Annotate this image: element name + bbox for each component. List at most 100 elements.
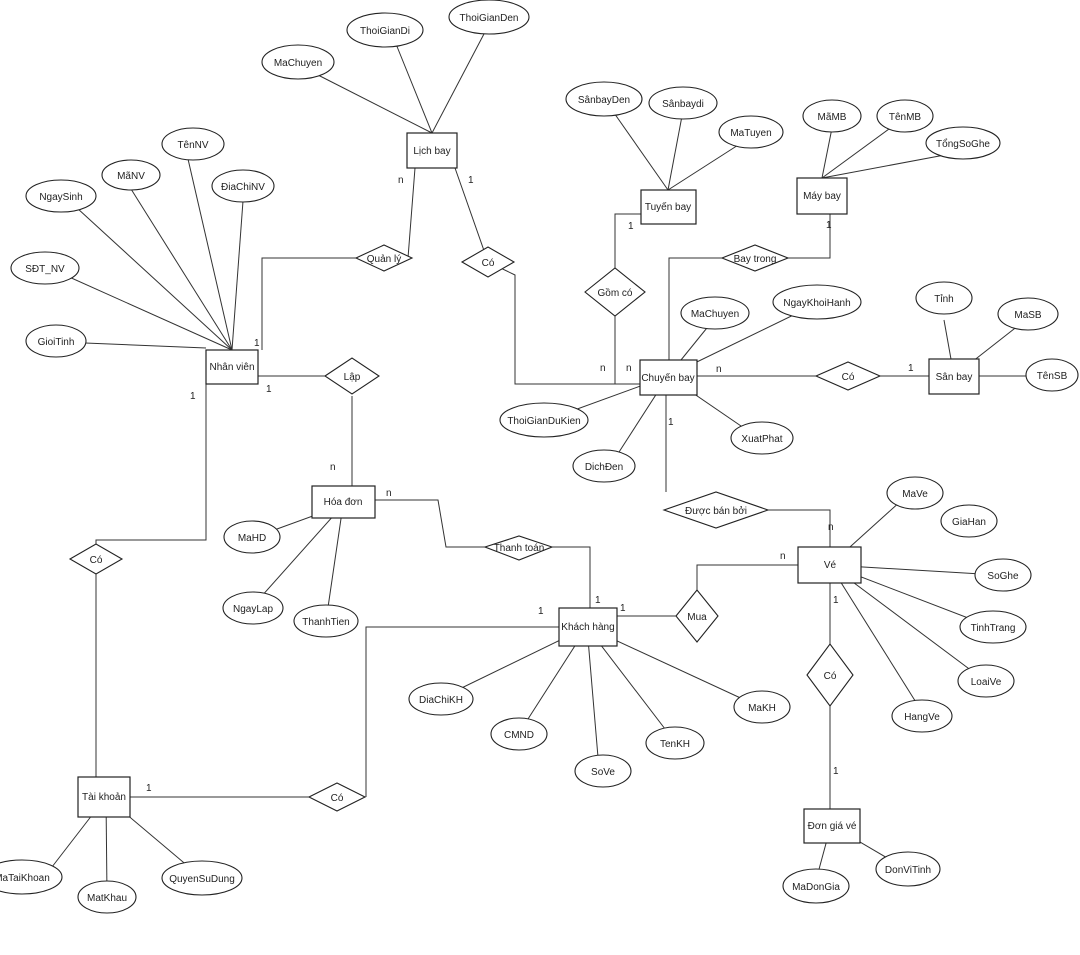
attribute-label: ThoiGianDuKien — [507, 416, 580, 427]
entity-ve: Vé — [797, 546, 862, 584]
attribute-label: MaVe — [902, 489, 928, 500]
relationship-thanh-toan: Thanh toán — [483, 535, 554, 561]
cardinality-label: n — [828, 522, 834, 533]
attribute-ma-nv: MãNV — [101, 159, 161, 191]
attribute-label: MaTaiKhoan — [0, 873, 50, 884]
attribute-ma-kh: MaKH — [733, 690, 791, 724]
attribute-tong-so-ghe: TổngSoGhe — [925, 126, 1001, 160]
attribute-cmnd: CMND — [490, 717, 548, 751]
attribute-label: TênMB — [889, 112, 922, 123]
attribute-dia-chi-kh: DiaChiKH — [408, 682, 474, 716]
attribute-ma-ve: MaVe — [886, 476, 944, 510]
attribute-label: ThoiGianDen — [460, 13, 519, 24]
relationship-label: Có — [482, 258, 495, 269]
attribute-label: SoVe — [591, 767, 615, 778]
relationship-gom-co: Gồm có — [584, 267, 646, 317]
attribute-label: MaDonGia — [792, 882, 840, 893]
attribute-label: MatKhau — [87, 893, 127, 904]
cardinality-label: n — [716, 364, 722, 375]
relationship-co-lich: Có — [460, 246, 516, 278]
relationship-bay-trong: Bay trong — [720, 244, 790, 272]
attribute-label: QuyenSuDung — [169, 874, 235, 885]
cardinality-label: n — [626, 363, 632, 374]
attribute-dich-den: DichĐen — [572, 449, 636, 483]
attribute-label: CMND — [504, 730, 534, 741]
entity-label: Nhân viên — [209, 362, 254, 373]
relationship-duoc-ban-boi: Được bán bởi — [662, 491, 770, 529]
cardinality-label: n — [600, 363, 606, 374]
attribute-label: XuatPhat — [741, 434, 782, 445]
attribute-label: ThanhTien — [302, 617, 349, 628]
cardinality-label: 1 — [595, 595, 601, 606]
attribute-ngay-sinh: NgaySinh — [25, 179, 97, 213]
cardinality-label: 1 — [468, 175, 474, 186]
relationship-label: Quản lý — [367, 254, 401, 265]
attribute-sdt-nv: SĐT_NV — [10, 251, 80, 285]
relationship-label: Thanh toán — [494, 543, 545, 554]
attribute-label: MaChuyen — [274, 58, 322, 69]
attribute-label: HangVe — [904, 712, 940, 723]
attribute-label: TênSB — [1037, 371, 1068, 382]
entity-label: Máy bay — [803, 191, 841, 202]
attribute-label: TenKH — [660, 739, 690, 750]
relationship-label: Gồm có — [597, 287, 632, 299]
attribute-label: TênNV — [177, 140, 208, 151]
attribute-label: SĐT_NV — [25, 264, 65, 275]
attribute-gia-han: GiaHan — [940, 504, 998, 538]
attribute-so-ve: SoVe — [574, 754, 632, 788]
attribute-label: SoGhe — [987, 571, 1019, 582]
entity-tuyen-bay: Tuyến bay — [640, 189, 697, 225]
cardinality-label: 1 — [628, 221, 634, 232]
entity-label: Vé — [824, 560, 837, 571]
attribute-hang-ve: HangVe — [891, 699, 953, 733]
cardinality-label: 1 — [146, 783, 152, 794]
attribute-ngay-khoi-hanh: NgayKhoiHanh — [772, 284, 862, 320]
attribute-label: LoaiVe — [971, 677, 1002, 688]
attribute-san-bay-di: Sânbaydi — [648, 86, 718, 120]
attribute-label: Tỉnh — [934, 293, 953, 305]
relationship-co-tai-khoan: Có — [68, 543, 124, 575]
entity-khach-hang: Khách hàng — [558, 607, 618, 647]
attribute-ten-kh: TenKH — [645, 726, 705, 760]
entity-label: Khách hàng — [561, 622, 614, 633]
attribute-label: MaHD — [238, 533, 266, 544]
attribute-label: ThoiGianDi — [360, 26, 410, 37]
entity-label: Lịch bay — [413, 146, 450, 157]
entity-hoa-don: Hóa đơn — [311, 485, 376, 519]
attribute-thoi-gian-den: ThoiGianDen — [448, 0, 530, 35]
cardinality-label: 1 — [826, 220, 832, 231]
attribute-ten-mb: TênMB — [876, 99, 934, 133]
attribute-label: MaChuyen — [691, 309, 739, 320]
attribute-label: MaSB — [1014, 310, 1042, 321]
cardinality-label: 1 — [538, 606, 544, 617]
attribute-label: SânbayDen — [578, 95, 630, 106]
attribute-label: MaKH — [748, 703, 776, 714]
relationship-quan-ly: Quản lý — [354, 244, 414, 272]
attribute-label: TinhTrang — [971, 623, 1016, 634]
cardinality-label: n — [330, 462, 336, 473]
attribute-label: Sânbaydi — [662, 99, 704, 110]
attribute-gioi-tinh: GioiTinh — [25, 324, 87, 358]
attribute-ten-nv: TênNV — [161, 127, 225, 161]
attribute-label: MãMB — [818, 112, 847, 123]
relationship-label: Có — [842, 372, 855, 383]
entity-may-bay: Máy bay — [796, 177, 848, 215]
attribute-ten-sb: TênSB — [1025, 358, 1079, 392]
attribute-label: NgaySinh — [39, 192, 82, 203]
attribute-ma-don-gia: MaDonGia — [782, 868, 850, 904]
relationship-label: Được bán bởi — [685, 505, 747, 517]
attribute-ma-chuyen-lb: MaChuyen — [261, 44, 335, 80]
attribute-label: DiaChiKH — [419, 695, 463, 706]
entity-lich-bay: Lịch bay — [406, 132, 458, 169]
cardinality-label: n — [386, 488, 392, 499]
cardinality-label: 1 — [833, 766, 839, 777]
relationship-label: Mua — [687, 612, 707, 623]
cardinality-label: 1 — [254, 338, 260, 349]
relationship-label: Có — [331, 793, 344, 804]
attribute-label: NgayLap — [233, 604, 273, 615]
entity-tai-khoan: Tài khoản — [77, 776, 131, 818]
attribute-ma-tai-khoan: MaTaiKhoan — [0, 859, 63, 895]
attribute-so-ghe: SoGhe — [974, 558, 1032, 592]
attribute-label: ĐiaChiNV — [221, 182, 265, 193]
cardinalities: n 1 1 1 1 1 1 n n n 1 1 n n n n 1 1 1 1 … — [146, 175, 914, 794]
